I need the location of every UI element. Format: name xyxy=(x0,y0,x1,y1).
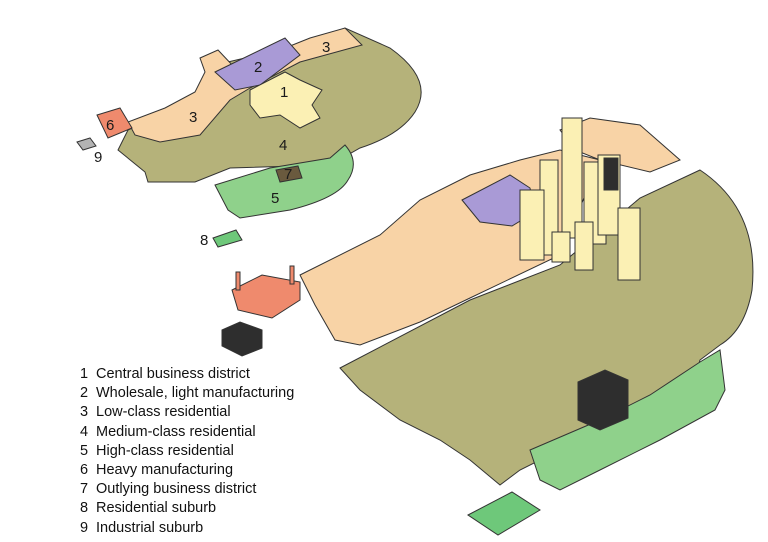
legend-text: Outlying business district xyxy=(96,481,256,497)
zone-label-8: 8 xyxy=(200,232,208,249)
zone-8-residential-suburb xyxy=(213,230,242,247)
tower-f xyxy=(575,222,593,270)
legend-num: 7 xyxy=(80,480,96,499)
tower-h xyxy=(552,232,570,262)
factory-chimney-right xyxy=(290,266,294,284)
zone-label-1: 1 xyxy=(280,84,288,101)
zone-label-2: 2 xyxy=(254,59,262,76)
legend-text: Low-class residential xyxy=(96,404,231,420)
zone-label-5: 5 xyxy=(271,190,279,207)
legend-text: Residential suburb xyxy=(96,500,216,516)
legend-text: High-class residential xyxy=(96,443,234,459)
legend-num: 3 xyxy=(80,403,96,422)
legend-text: Industrial suburb xyxy=(96,520,203,536)
zone-label-3b: 3 xyxy=(189,109,197,126)
tower-a xyxy=(562,118,582,238)
legend-num: 4 xyxy=(80,423,96,442)
legend-text: Central business district xyxy=(96,366,250,382)
legend-num: 1 xyxy=(80,365,96,384)
legend-text: Wholesale, light manufacturing xyxy=(96,385,294,401)
zone-label-3a: 3 xyxy=(322,39,330,56)
tower-g xyxy=(520,190,544,260)
legend-num: 6 xyxy=(80,461,96,480)
zone-map xyxy=(77,28,421,247)
legend-text: Heavy manufacturing xyxy=(96,462,233,478)
zone-label-6: 6 xyxy=(106,117,114,134)
legend-num: 9 xyxy=(80,519,96,538)
factory-chimney-left xyxy=(236,272,240,290)
city-industrial-suburb xyxy=(222,322,262,356)
city-outlying-business xyxy=(578,370,628,430)
zone-label-7: 7 xyxy=(284,166,292,183)
zone-label-9: 9 xyxy=(94,149,102,166)
city-residential-suburb xyxy=(468,492,540,535)
tower-e xyxy=(618,208,640,280)
zone-label-4: 4 xyxy=(279,137,287,154)
legend-num: 8 xyxy=(80,499,96,518)
legend-num: 2 xyxy=(80,384,96,403)
legend-text: Medium-class residential xyxy=(96,424,256,440)
tower-dark xyxy=(604,158,618,190)
legend-num: 5 xyxy=(80,442,96,461)
